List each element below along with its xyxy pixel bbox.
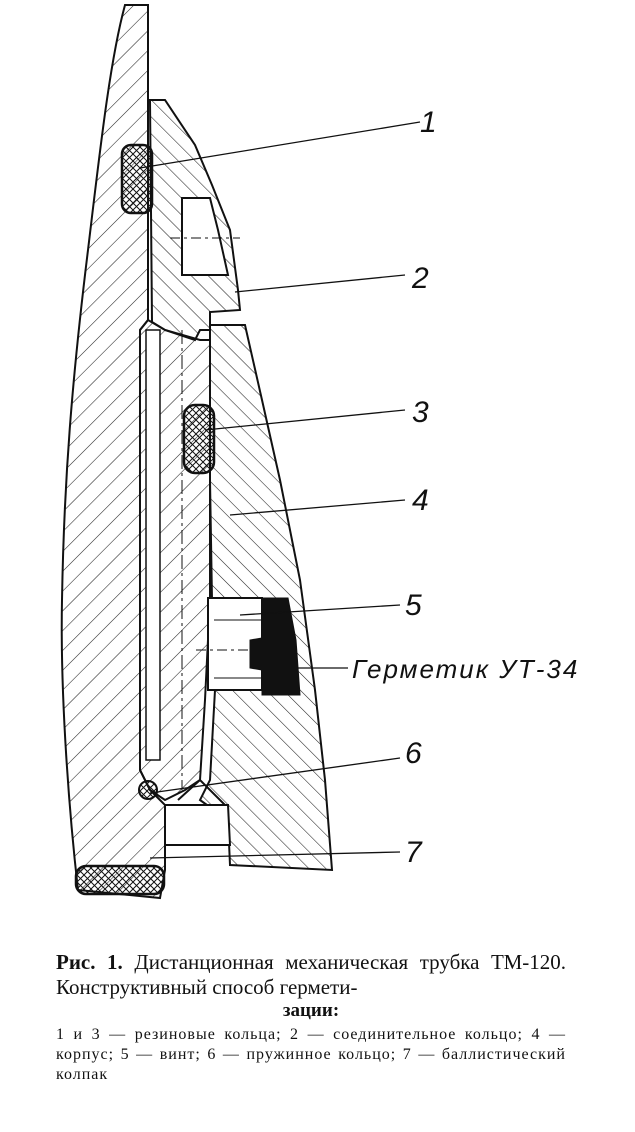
caption-title-end: зации:	[282, 1000, 340, 1021]
cap-tip	[177, 778, 226, 806]
fuse-cross-section-drawing: 1 2 3 4 5 6 7 Герметик УТ-34	[60, 4, 579, 900]
leader-line-4	[229, 499, 406, 516]
callout-4: 4	[412, 484, 429, 517]
sealant-fill	[249, 597, 301, 696]
ring-recess	[181, 197, 230, 276]
rubber-ring-1	[120, 143, 154, 215]
axial-channel	[145, 329, 161, 761]
leader-line-7	[149, 851, 401, 859]
rubber-ring-3	[182, 403, 216, 475]
caption-title-text: Дистанционная механическая трубка ТМ-120…	[56, 950, 567, 999]
bottom-seal-band	[74, 864, 166, 896]
figure-caption: Рис. 1. Дистанционная механическая трубк…	[56, 950, 566, 1085]
leader-line-5	[239, 604, 401, 616]
leader-line-2	[234, 274, 406, 293]
leader-lines	[139, 121, 421, 859]
leader-line-6	[149, 757, 401, 794]
caption-title: Рис. 1. Дистанционная механическая трубк…	[56, 950, 566, 1000]
spring-ring	[138, 780, 158, 800]
callout-7: 7	[405, 836, 423, 869]
callout-1: 1	[420, 106, 437, 139]
caption-legend: 1 и 3 — резиновые кольца; 2 — соединител…	[56, 1026, 566, 1083]
callout-2: 2	[411, 262, 429, 295]
callout-6: 6	[405, 737, 422, 770]
sealant-label: Герметик УТ-34	[352, 654, 579, 684]
leader-line-3	[204, 409, 406, 431]
leader-line-1	[139, 121, 421, 169]
callout-5: 5	[405, 589, 422, 622]
ballistic-cap-cavity	[164, 804, 232, 846]
callout-3: 3	[412, 396, 429, 429]
figure-number: Рис. 1.	[56, 950, 123, 974]
